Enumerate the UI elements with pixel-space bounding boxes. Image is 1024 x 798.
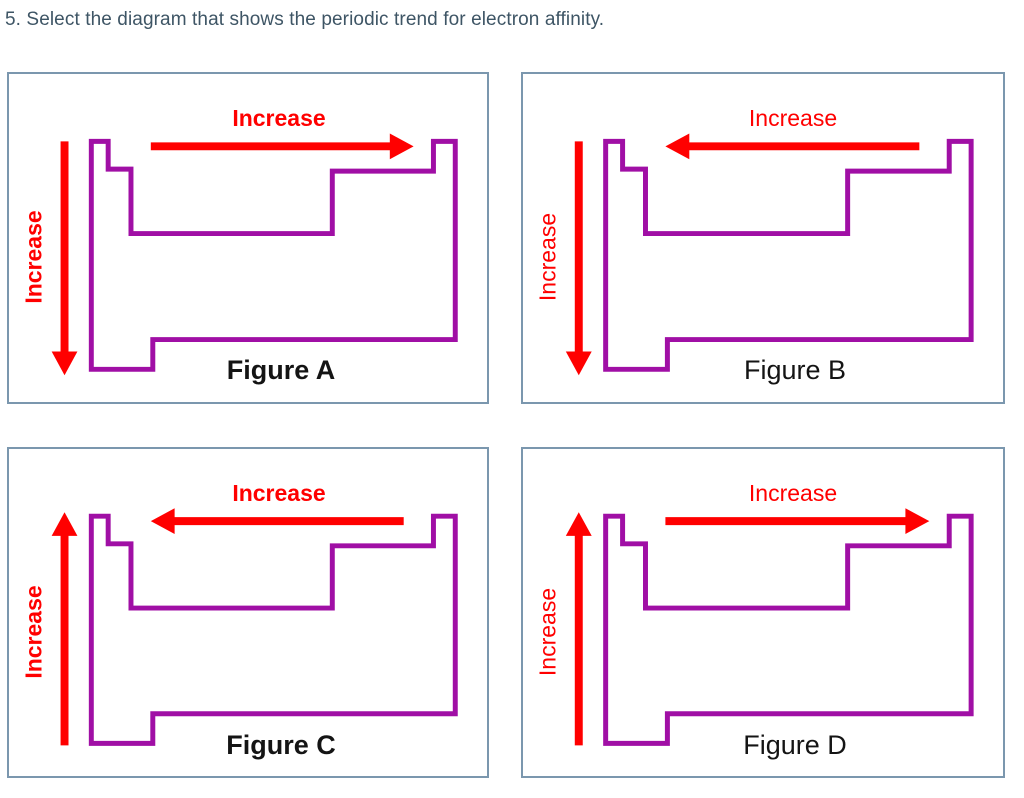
figure-d-horizontal-increase-label: Increase xyxy=(748,480,838,506)
figure-d-periodic-table-diagram xyxy=(565,508,974,746)
figure-b-periodic-table-diagram xyxy=(565,133,974,376)
figure-b-caption: Figure B xyxy=(743,355,847,385)
figure-c-vertical-increase-label: Increase xyxy=(20,585,47,679)
figure-c-periodic-table-diagram xyxy=(51,508,458,746)
figure-c-horizontal-increase-label: Increase xyxy=(232,480,326,506)
figure-a-panel[interactable]: Increase Increase Figure A xyxy=(7,72,489,404)
figure-c-panel[interactable]: Increase Increase Figure C xyxy=(7,447,489,778)
figure-d-panel[interactable]: Increase Increase Figure D xyxy=(521,447,1005,778)
figure-a-vertical-increase-label: Increase xyxy=(20,210,47,304)
figure-a-periodic-table-diagram xyxy=(51,133,458,376)
figure-a-caption: Figure A xyxy=(226,355,336,385)
figure-b-horizontal-increase-label: Increase xyxy=(748,105,838,131)
figure-d-vertical-increase-label: Increase xyxy=(534,587,561,677)
figure-c-caption: Figure C xyxy=(226,730,336,760)
figure-a-horizontal-increase-label: Increase xyxy=(232,105,326,131)
figure-b-panel[interactable]: Increase Increase Figure B xyxy=(521,72,1005,404)
question-text: 5. Select the diagram that shows the per… xyxy=(5,9,605,30)
figure-b-vertical-increase-label: Increase xyxy=(534,212,561,302)
figure-d-caption: Figure D xyxy=(743,730,847,760)
